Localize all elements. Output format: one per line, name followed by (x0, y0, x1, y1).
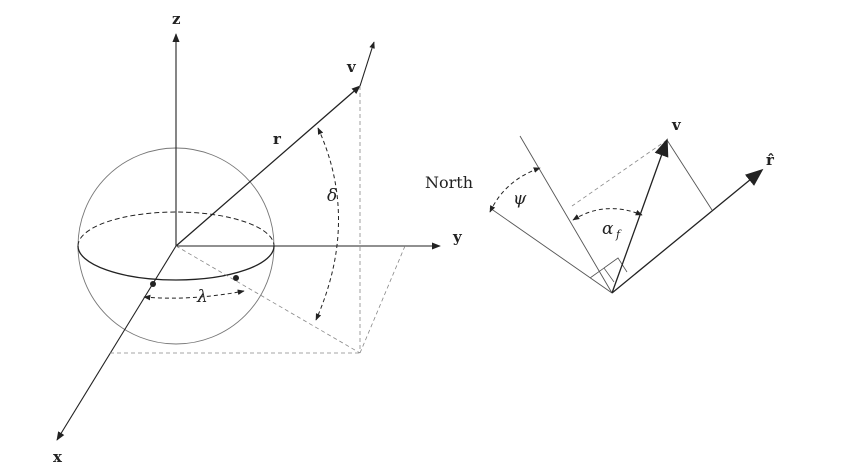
v-vector (359, 41, 375, 87)
equator-front (77, 245, 275, 281)
reference-line (519, 135, 613, 294)
v-vector-label: v (346, 58, 357, 76)
equator-point-x (150, 281, 156, 287)
psi-label: ψ (513, 189, 527, 209)
right-figure: North v r̂ ψ α f (425, 116, 775, 294)
x-axis-label: x (53, 448, 63, 466)
north-label: North (425, 173, 473, 192)
r-vector-label: r (273, 130, 282, 148)
component-guides (571, 139, 668, 207)
v-label-right: v (671, 116, 682, 134)
right-angle-marks (589, 257, 628, 283)
r-hat-label: r̂ (766, 151, 775, 169)
lambda-arc (143, 289, 245, 301)
delta-arc (315, 127, 339, 321)
r-hat-vector (611, 168, 764, 294)
r-vector (175, 85, 361, 247)
y-axis-label: y (452, 228, 463, 246)
z-axis-label: z (172, 10, 181, 28)
alpha-label: α (602, 219, 614, 239)
delta-label: δ (327, 186, 337, 206)
north-line (489, 207, 613, 294)
lambda-label: λ (196, 287, 208, 307)
alpha-arc (572, 208, 643, 221)
component-guide-solid (666, 139, 713, 211)
x-axis (56, 245, 177, 441)
equator-back (77, 211, 275, 247)
projection-guides (110, 86, 406, 354)
equator-point-projection (233, 275, 239, 281)
alpha-subscript: f (615, 228, 622, 241)
left-figure: z y x r v δ λ (53, 10, 463, 466)
